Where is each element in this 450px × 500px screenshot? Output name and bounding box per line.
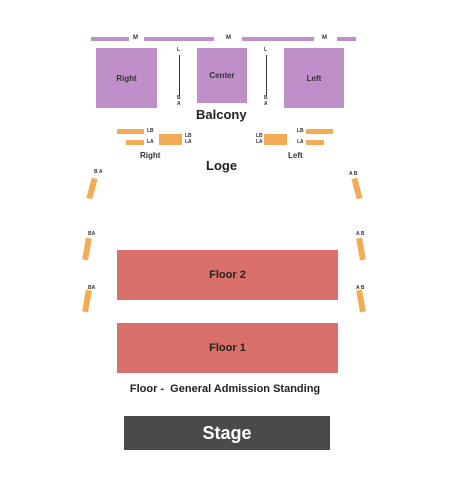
loge-left-la[interactable] [306,140,324,145]
balcony-title: Balcony [196,107,247,122]
balcony-right-label: Right [116,73,137,83]
floor-1-label: Floor 1 [209,342,246,354]
stage: Stage [124,416,330,450]
loge-title: Loge [206,158,238,173]
loge-left-lb[interactable] [306,129,333,134]
side-box-left-1[interactable] [86,177,98,200]
rail-left-b: B [177,95,181,101]
side-box-right-2[interactable] [356,237,366,261]
side-box-right-2-label: A B [356,231,365,237]
floor-2-section[interactable]: Floor 2 [117,250,338,300]
rail-left-a: A [177,101,181,107]
rail-left-line [179,55,180,95]
side-box-left-2-label: BA [88,231,96,237]
loge-right-lb-label: LB [147,128,154,134]
floor-2-label: Floor 2 [209,269,246,281]
m-row-label-3: M [322,35,327,41]
stage-label: Stage [202,422,252,443]
rail-right-a: A [264,101,268,107]
rail-right-line [266,55,267,95]
balcony-left-label: Left [306,73,322,83]
m-row-seg-3[interactable] [242,37,314,41]
loge-right-box-lb: LB [185,133,192,139]
balcony-center-section[interactable]: Center [197,48,247,103]
loge-right-la[interactable] [126,140,144,145]
m-row-seg-4[interactable] [337,37,356,41]
rail-right-l: L [264,47,268,53]
loge-right-box-la: LA [185,139,192,145]
side-box-right-1[interactable] [351,177,363,200]
loge-right-la-label: LA [147,139,154,145]
rail-right-b: B [264,95,268,101]
m-row-seg-1[interactable] [91,37,129,41]
side-box-left-3-label: BA [88,285,96,291]
rail-left-l: L [177,47,181,53]
balcony-center-label: Center [209,71,235,80]
m-row-label-1: M [133,35,138,41]
balcony-right-section[interactable]: Right [96,48,157,108]
floor-1-section[interactable]: Floor 1 [117,323,338,373]
balcony-left-section[interactable]: Left [284,48,344,108]
side-box-left-3[interactable] [82,289,92,313]
side-box-right-3-label: A B [356,285,365,291]
side-box-left-1-label: B A [94,169,103,175]
side-box-left-2[interactable] [82,237,92,261]
loge-left-box-lb: LB [256,133,263,139]
loge-right-box[interactable] [159,134,182,145]
loge-right-lb[interactable] [117,129,144,134]
loge-left-la-label: LA [297,139,304,145]
general-admission-text: Floor - General Admission Standing [129,383,321,395]
loge-left-box[interactable] [264,134,287,145]
loge-left-lb-label: LB [297,128,304,134]
side-box-right-3[interactable] [356,289,366,313]
side-box-right-1-label: A B [349,171,358,177]
m-row-label-2: M [226,35,231,41]
m-row-seg-2[interactable] [144,37,214,41]
loge-left-label: Left [288,151,303,160]
loge-left-box-la: LA [256,139,263,145]
loge-right-label: Right [140,151,161,160]
